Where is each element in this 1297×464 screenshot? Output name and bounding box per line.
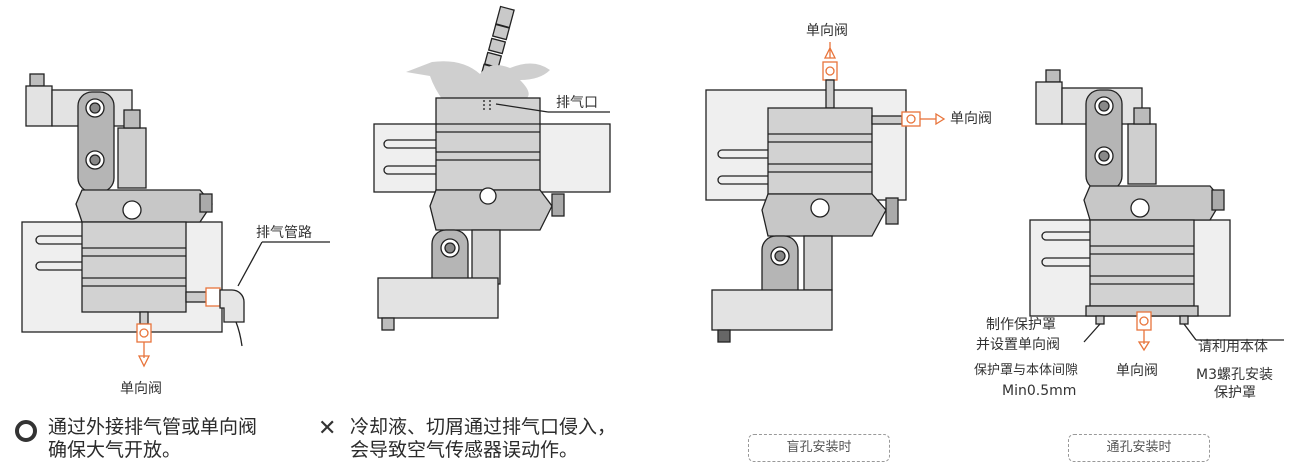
label-check-valve-top-3: 单向阀 — [806, 23, 848, 39]
ok-circle-icon — [15, 420, 37, 442]
blind-hole-badge: 盲孔安装时 — [748, 434, 890, 462]
ok-note-line1: 通过外接排气管或单向阀 — [48, 416, 258, 438]
ng-note-line2: 会导致空气传感器误动作。 — [350, 439, 579, 461]
label-cover: 保护罩 — [1214, 385, 1256, 401]
label-check-valve-bottom-4: 单向阀 — [1116, 363, 1158, 379]
label-check-valve-side-3: 单向阀 — [950, 111, 992, 127]
figure-1-clamp-with-exhaust — [21, 73, 330, 368]
label-cover-make: 制作保护罩 — [986, 317, 1056, 333]
label-m3-hole: M3螺孔安装 — [1196, 367, 1273, 383]
label-exhaust-port: 排气口 — [556, 95, 598, 111]
ok-note-line2: 确保大气开放。 — [48, 439, 182, 461]
label-cover-gap: 保护罩与本体间隙 — [974, 363, 1079, 378]
ng-note-line1: 冷却液、切屑通过排气口侵入， — [350, 416, 617, 438]
figure-4-through-hole — [1029, 69, 1284, 352]
ng-cross-icon: ✕ — [318, 416, 337, 441]
figure-3-blind-hole — [705, 42, 946, 343]
label-cover-gap-min: Min0.5mm — [1002, 383, 1077, 399]
figure-2-coolant-intrusion — [373, 5, 611, 331]
label-body-use: 请利用本体 — [1198, 339, 1268, 355]
label-exhaust-pipe: 排气管路 — [256, 225, 312, 241]
label-cover-valve: 并设置单向阀 — [976, 337, 1060, 353]
through-hole-badge: 通孔安装时 — [1068, 434, 1210, 462]
label-check-valve-bottom-1: 单向阀 — [120, 381, 162, 397]
